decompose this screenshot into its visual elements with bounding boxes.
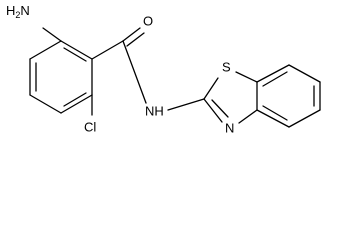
amine-label: H2N (6, 3, 30, 20)
chlorine-label: Cl (84, 119, 96, 134)
benzene-ring-left (29, 40, 93, 114)
bond (256, 109, 290, 128)
thiazole-nitrogen-label: N (225, 120, 234, 135)
bond (203, 77, 219, 100)
bond (288, 109, 321, 128)
double-bond-inner (211, 99, 229, 118)
amine-bond (42, 27, 62, 42)
nh-thiazole-bond (167, 98, 205, 111)
amide-bond (122, 40, 147, 104)
structure-diagram: H2N O NH Cl S N (6, 3, 321, 135)
aryl-carbonyl-bond (91, 40, 124, 60)
bond (235, 71, 258, 83)
carbonyl-double-bond (122, 27, 141, 42)
bond (60, 40, 93, 60)
bond (203, 98, 223, 123)
benzothiazole (203, 64, 321, 128)
bond (29, 40, 62, 60)
double-bond-inner (63, 92, 87, 107)
double-bond-inner (262, 71, 288, 87)
bond (29, 94, 62, 114)
carbonyl-oxygen-label: O (143, 13, 153, 28)
double-bond-inner (63, 47, 87, 62)
amide-nh-label: NH (145, 103, 164, 118)
bond (238, 109, 258, 124)
bond (256, 64, 290, 83)
carbonyl-double-bond (126, 32, 145, 47)
bond (60, 94, 93, 114)
bond (288, 64, 321, 83)
thiazole-sulfur-label: S (222, 59, 231, 74)
double-bond-inner (262, 105, 288, 121)
